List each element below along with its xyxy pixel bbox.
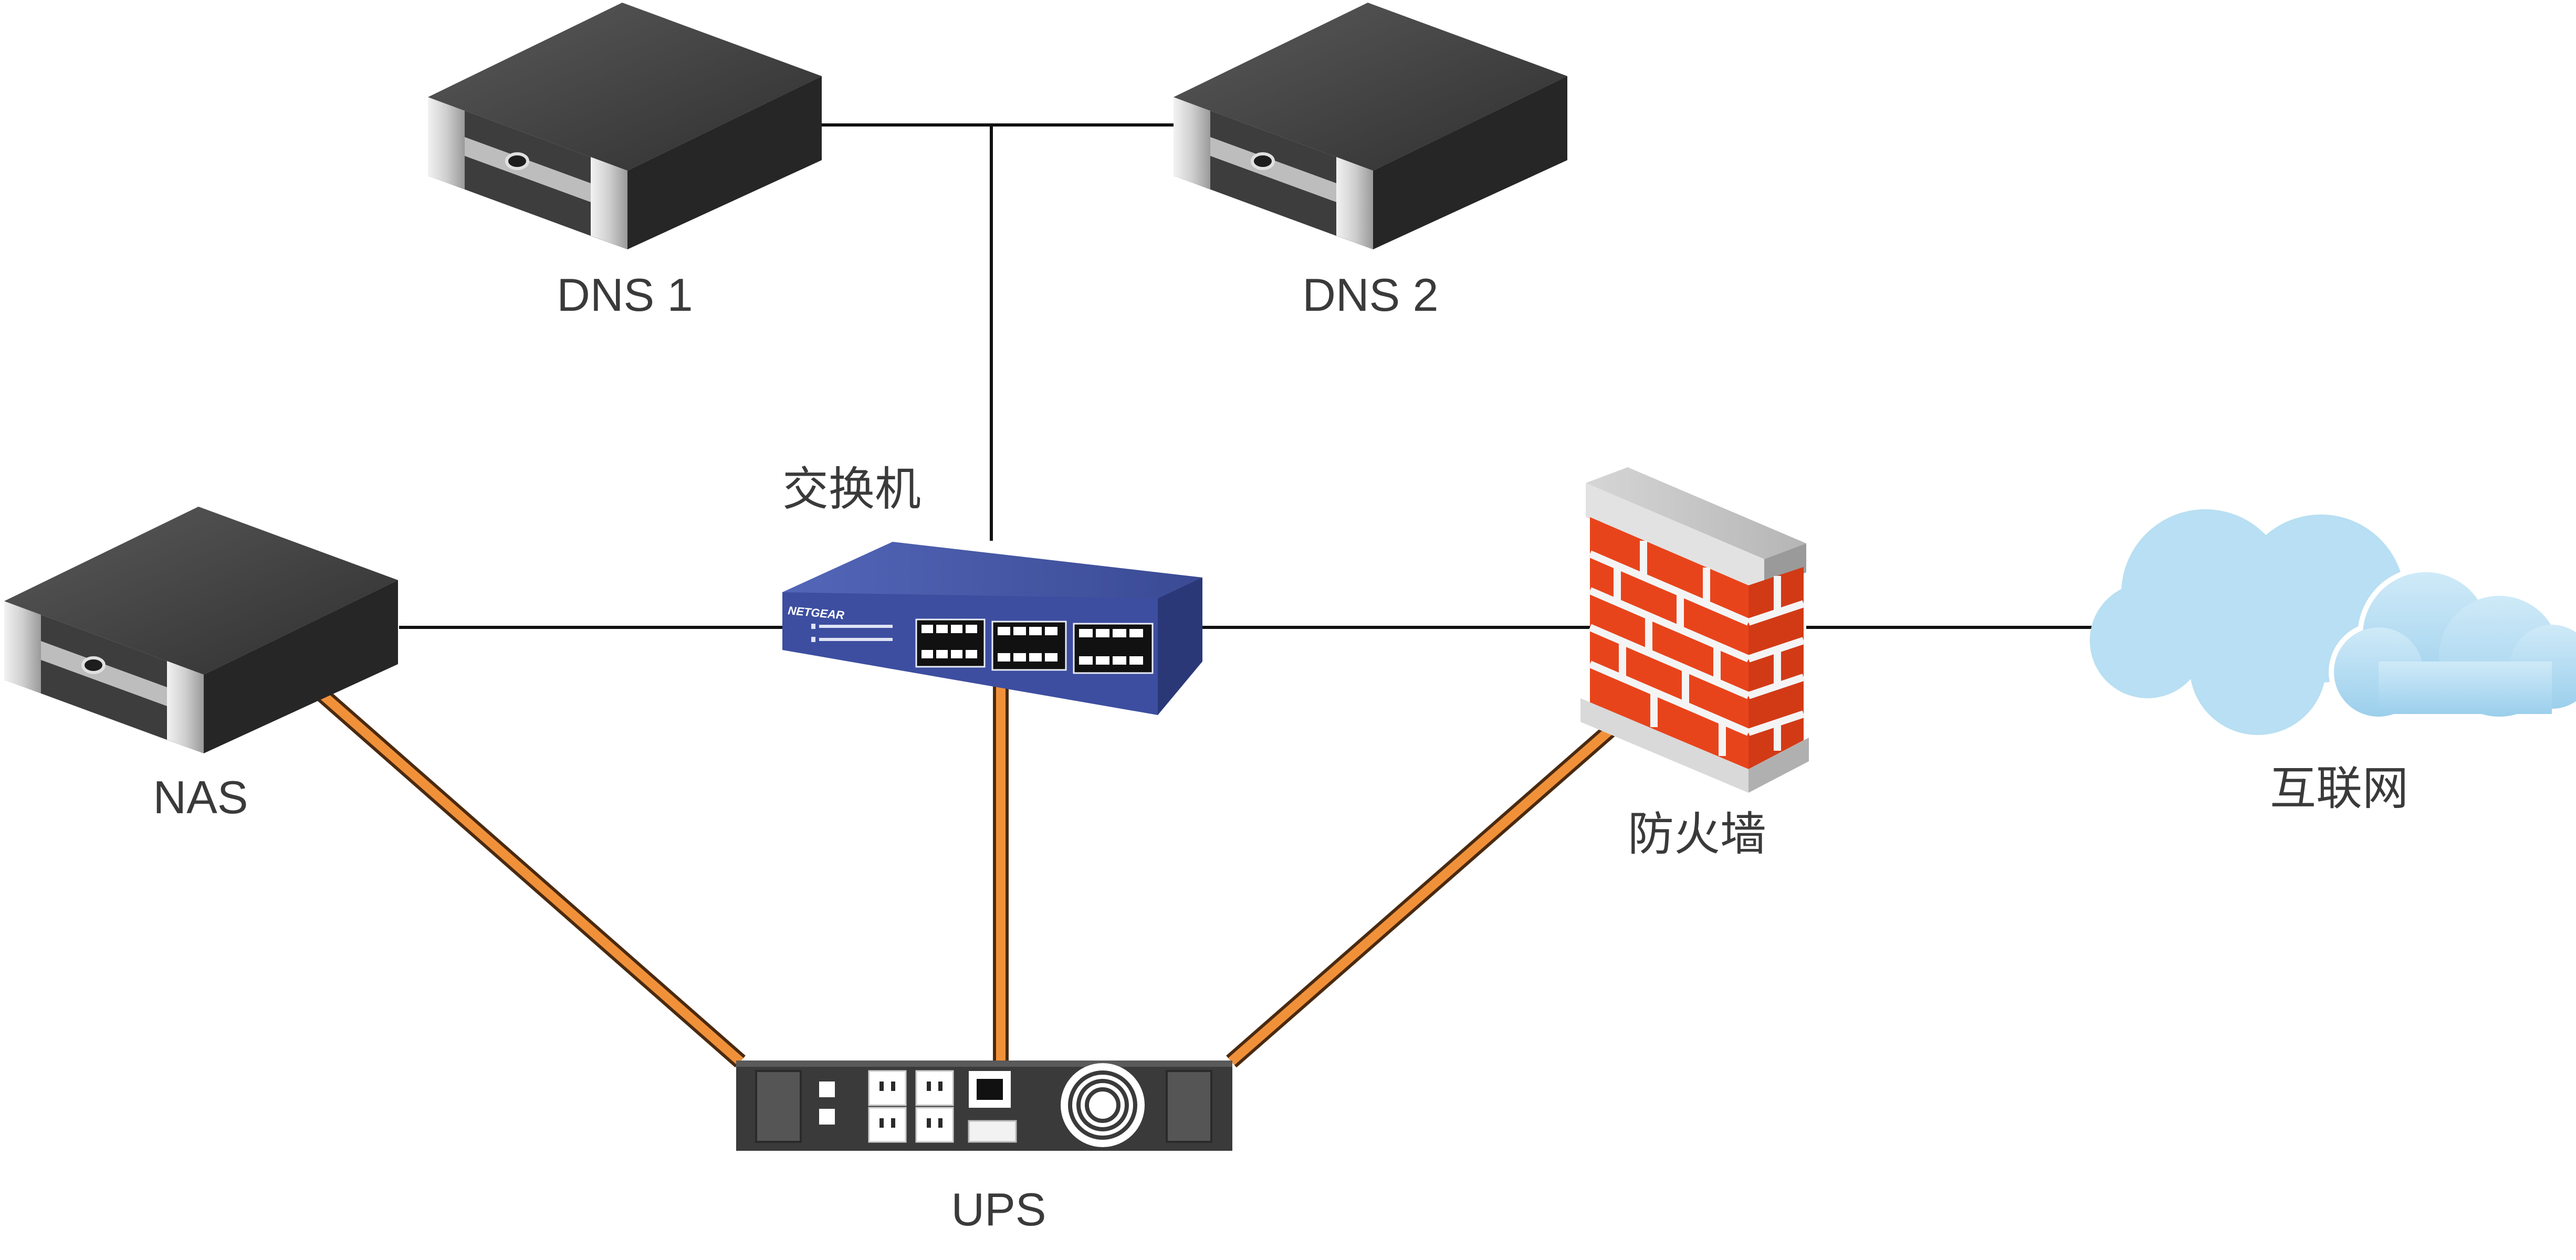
cloud-icon xyxy=(2090,509,2576,735)
firewall-label: 防火墙 xyxy=(1627,808,1767,860)
power-cable-nas xyxy=(314,686,746,1068)
dns2-label: DNS 2 xyxy=(1302,269,1439,321)
network-links xyxy=(399,123,2103,629)
dns1-server-icon xyxy=(428,3,822,249)
brick-firewall-icon xyxy=(1580,467,1809,793)
ups-label: UPS xyxy=(951,1183,1046,1235)
nas-label: NAS xyxy=(153,771,248,823)
network-switch-icon: NETGEAR xyxy=(782,542,1202,715)
power-cables xyxy=(314,677,1628,1068)
ups-power-unit-icon xyxy=(736,1060,1232,1151)
dns2-server-icon xyxy=(1174,3,1567,249)
dns1-label: DNS 1 xyxy=(557,269,693,321)
power-cable-firewall xyxy=(1226,713,1628,1068)
switch-label: 交换机 xyxy=(782,463,922,515)
internet-label: 互联网 xyxy=(2269,762,2409,814)
